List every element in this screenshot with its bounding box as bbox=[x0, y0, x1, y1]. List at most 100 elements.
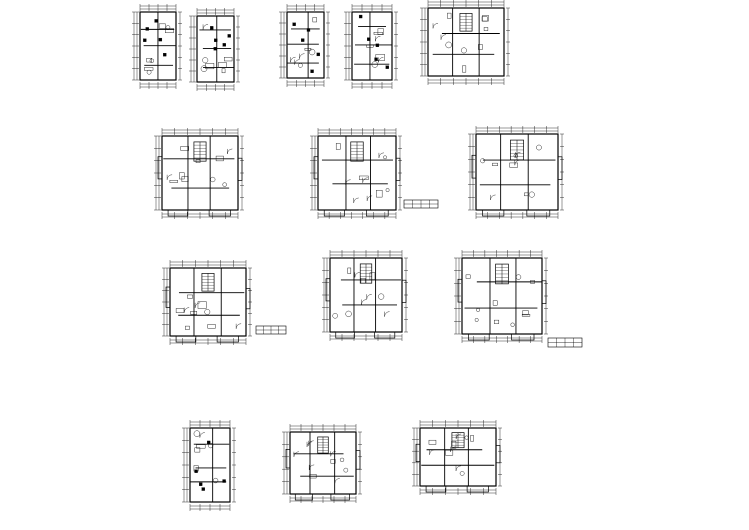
fixture bbox=[459, 471, 465, 476]
plan-r1-c bbox=[279, 4, 330, 87]
furniture bbox=[207, 324, 216, 329]
fixture-solid bbox=[210, 26, 214, 30]
furniture bbox=[347, 267, 352, 274]
plan-r2-b bbox=[310, 128, 439, 219]
furniture bbox=[215, 155, 224, 162]
fixture-solid bbox=[227, 34, 231, 38]
furniture bbox=[190, 311, 198, 315]
fixture-solid bbox=[199, 482, 203, 486]
bay-window bbox=[165, 286, 171, 308]
furniture bbox=[158, 23, 166, 29]
furniture bbox=[375, 54, 385, 61]
door-swing bbox=[306, 441, 313, 447]
plan-r2-c bbox=[468, 126, 564, 219]
furniture bbox=[360, 278, 366, 284]
fixture bbox=[480, 158, 486, 164]
plan-r2-a bbox=[154, 128, 244, 219]
furniture bbox=[493, 319, 500, 324]
door-swing bbox=[299, 53, 305, 59]
balcony bbox=[323, 209, 345, 217]
fixture-solid bbox=[375, 43, 380, 47]
furniture bbox=[195, 159, 201, 163]
bay-window bbox=[457, 278, 463, 303]
door-swing bbox=[354, 272, 360, 278]
fixture bbox=[202, 57, 209, 64]
bay-window bbox=[237, 157, 243, 181]
door-swing bbox=[202, 24, 209, 30]
fixture-solid bbox=[374, 57, 378, 61]
plan-r1-d bbox=[344, 4, 398, 89]
furniture bbox=[447, 12, 452, 19]
balcony bbox=[425, 485, 447, 493]
fixture bbox=[445, 41, 452, 49]
furniture bbox=[509, 162, 518, 168]
balcony bbox=[482, 209, 505, 217]
furniture bbox=[366, 44, 374, 48]
door-swing bbox=[378, 57, 384, 63]
fixture-solid bbox=[207, 440, 211, 445]
outer-wall bbox=[427, 7, 505, 77]
furniture bbox=[445, 449, 454, 456]
fixture bbox=[461, 47, 467, 54]
door-swing bbox=[183, 307, 190, 313]
door-swing bbox=[515, 151, 521, 158]
bay-window bbox=[557, 156, 563, 180]
bay-window bbox=[325, 278, 331, 302]
furniture bbox=[522, 310, 529, 316]
fixture bbox=[528, 191, 535, 198]
balcony bbox=[208, 209, 231, 217]
furniture bbox=[481, 16, 488, 22]
fixture-solid bbox=[158, 37, 163, 42]
fixture bbox=[207, 442, 214, 449]
outer-wall bbox=[196, 15, 235, 83]
furniture bbox=[196, 444, 206, 449]
fixture-solid bbox=[163, 53, 167, 57]
furniture bbox=[470, 435, 474, 442]
door-swing bbox=[378, 152, 384, 158]
balcony bbox=[294, 493, 313, 501]
fixture-solid bbox=[306, 28, 311, 32]
furniture bbox=[451, 441, 457, 449]
furniture bbox=[224, 57, 233, 62]
furniture bbox=[165, 28, 174, 33]
balcony bbox=[466, 485, 489, 493]
furniture bbox=[221, 68, 226, 74]
door-swing bbox=[194, 302, 201, 308]
door-swing bbox=[490, 194, 496, 200]
door-swing bbox=[334, 478, 340, 484]
door-swing bbox=[432, 23, 439, 29]
furniture bbox=[530, 280, 535, 284]
furniture bbox=[187, 294, 193, 299]
furniture bbox=[330, 459, 336, 464]
fixture-solid bbox=[367, 37, 371, 41]
furniture bbox=[312, 17, 317, 23]
fixture bbox=[339, 457, 345, 462]
furniture bbox=[524, 192, 529, 197]
door-swing bbox=[440, 34, 447, 40]
furniture bbox=[428, 439, 437, 445]
balcony bbox=[330, 493, 350, 501]
bay-window bbox=[395, 157, 401, 181]
furniture bbox=[465, 274, 471, 279]
furniture bbox=[478, 44, 483, 50]
outer-wall bbox=[189, 427, 231, 503]
balcony bbox=[526, 209, 551, 217]
furniture bbox=[185, 325, 190, 330]
furniture bbox=[181, 176, 189, 182]
fixture-solid bbox=[213, 47, 217, 51]
fixture bbox=[385, 188, 390, 192]
door-swing bbox=[308, 440, 314, 446]
plan-r1-b bbox=[189, 8, 240, 91]
door-swing bbox=[366, 195, 373, 201]
bay-window bbox=[495, 445, 501, 464]
balcony bbox=[216, 335, 239, 343]
fixture-solid bbox=[316, 52, 320, 57]
door-swing bbox=[353, 197, 359, 203]
door-swing bbox=[366, 294, 372, 300]
plan-r4-b bbox=[282, 424, 362, 503]
plan-r3-c bbox=[454, 250, 583, 348]
fixture-solid bbox=[222, 43, 226, 47]
furniture bbox=[369, 272, 376, 280]
fixture bbox=[464, 435, 469, 440]
